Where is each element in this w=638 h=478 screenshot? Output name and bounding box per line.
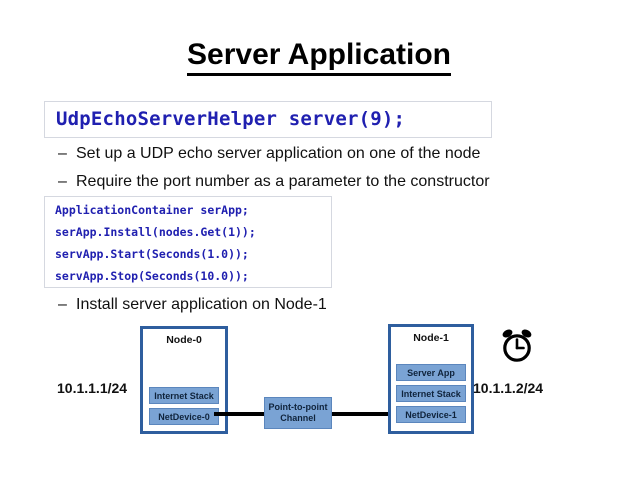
channel-label-line2: Channel <box>280 413 316 423</box>
channel-label-line1: Point-to-point <box>268 402 328 412</box>
layer-netdevice-node1: NetDevice-1 <box>396 406 466 423</box>
code-line: serApp.Install(nodes.Get(1)); <box>55 225 256 239</box>
code-line: ApplicationContainer serApp; <box>55 203 249 217</box>
point-to-point-channel-box: Point-to-point Channel <box>264 397 332 429</box>
node-box-node1: Node-1 Server App Internet Stack NetDevi… <box>388 324 474 434</box>
link-node0-to-channel <box>214 412 270 416</box>
bullet-item-port: – Require the port number as a parameter… <box>58 173 578 195</box>
node-title: Node-0 <box>166 334 202 346</box>
node-title: Node-1 <box>413 332 449 344</box>
bullet-item-install: – Install server application on Node-1 <box>58 296 478 318</box>
layer-netdevice-node0: NetDevice-0 <box>149 408 219 425</box>
bullet-item-setup: – Set up a UDP echo server application o… <box>58 145 578 167</box>
bullet-dash-icon: – <box>58 296 67 313</box>
code-line: UdpEchoServerHelper server(9); <box>56 108 406 130</box>
alarm-clock-icon <box>502 329 532 362</box>
code-block-primary: UdpEchoServerHelper server(9); <box>44 101 492 138</box>
bullet-text: Set up a UDP echo server application on … <box>76 145 481 162</box>
code-line: servApp.Stop(Seconds(10.0)); <box>55 269 249 283</box>
bullet-dash-icon: – <box>58 173 67 190</box>
layer-server-app-node1: Server App <box>396 364 466 381</box>
code-block-secondary: ApplicationContainer serApp; serApp.Inst… <box>44 196 332 288</box>
link-channel-to-node1 <box>328 412 390 416</box>
code-line: servApp.Start(Seconds(1.0)); <box>55 247 249 261</box>
page-title: Server Application <box>0 38 638 76</box>
ip-address-label-node1: 10.1.1.2/24 <box>473 380 544 396</box>
layer-internet-stack-node0: Internet Stack <box>149 387 219 404</box>
layer-internet-stack-node1: Internet Stack <box>396 385 466 402</box>
bullet-dash-icon: – <box>58 145 67 162</box>
ip-address-label-node0: 10.1.1.1/24 <box>57 380 128 396</box>
page-title-text: Server Application <box>187 38 451 76</box>
node-box-node0: Node-0 Internet Stack NetDevice-0 <box>140 326 228 434</box>
bullet-text: Require the port number as a parameter t… <box>76 173 490 190</box>
bullet-text: Install server application on Node-1 <box>76 296 327 313</box>
network-topology-diagram: 10.1.1.1/24 Node-0 Internet Stack NetDev… <box>0 320 638 460</box>
